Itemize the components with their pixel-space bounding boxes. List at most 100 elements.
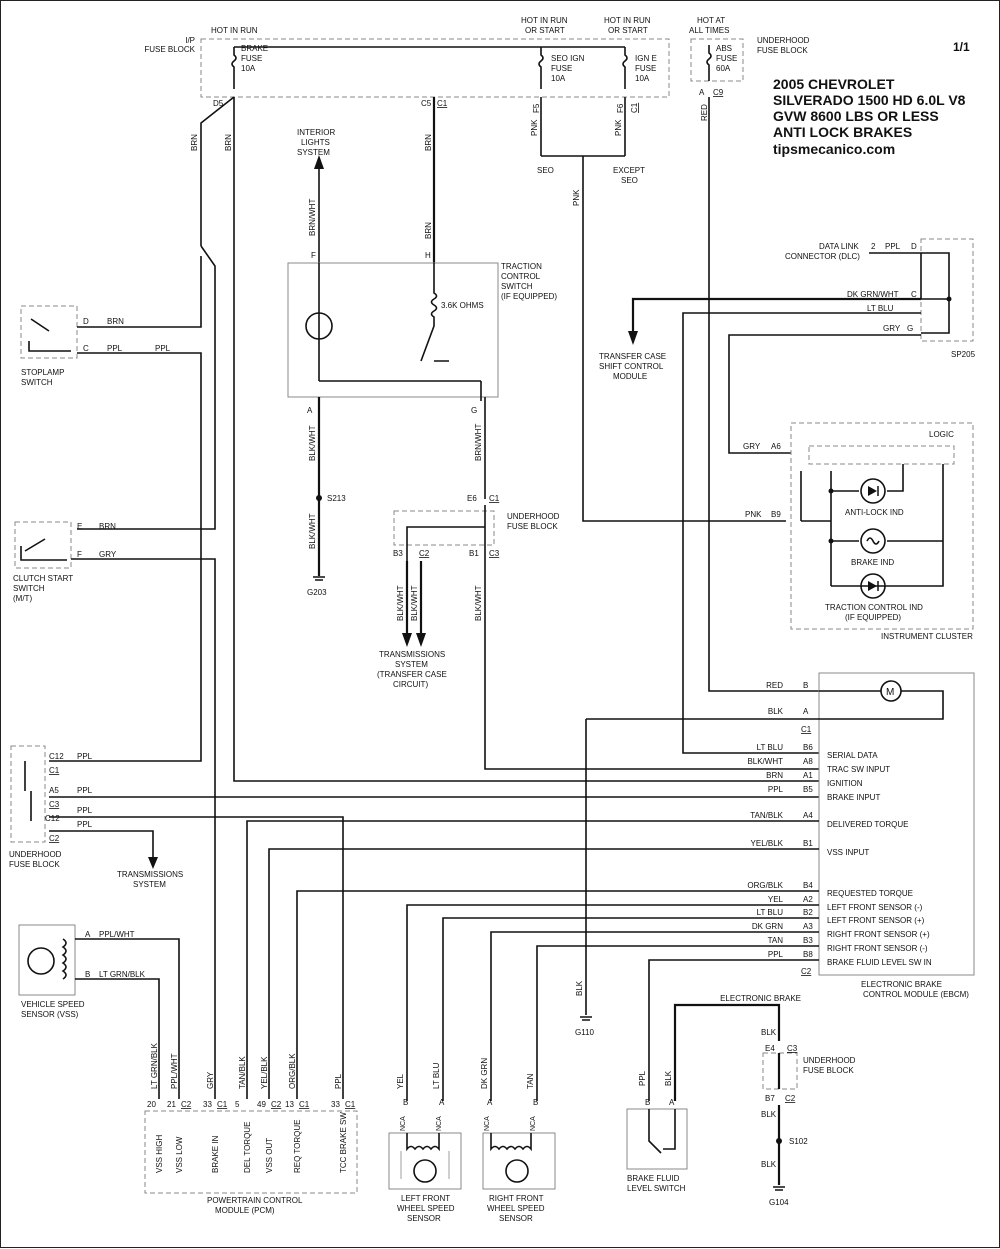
pin-b3: B3 (393, 549, 403, 558)
hot-run-start-1b: OR START (525, 26, 565, 35)
pcm-wire-label: PPL (334, 1073, 343, 1089)
conn-c3-b1: C3 (489, 549, 500, 558)
brn-wire-clutch (77, 245, 216, 530)
conn-c1-top: C1 (437, 99, 448, 108)
lt-grn-blk-label: LT GRN/BLK (99, 970, 146, 979)
ufb2-label-2: FUSE BLOCK (507, 522, 558, 531)
clutch-label-1: CLUTCH START (13, 574, 73, 583)
yel-blk-wire (268, 848, 819, 1099)
blk-wht-transmissions (405, 561, 423, 637)
s102-label: S102 (789, 1137, 808, 1146)
interior-lights-3: SYSTEM (297, 148, 330, 157)
arrow-interior (314, 155, 324, 169)
lt-blu-label-sp: LT BLU (867, 304, 894, 313)
svg-text:FUSE: FUSE (716, 54, 737, 63)
traction-ind-2: (IF EQUIPPED) (845, 613, 901, 622)
ebcm-label-1b: ELECTRONIC BRAKE (861, 980, 942, 989)
stoplamp-label-1: STOPLAMP (21, 368, 64, 377)
hot-run-start-2b: OR START (608, 26, 648, 35)
blk-label-ufb4-bot: BLK (761, 1160, 777, 1169)
gry-wire-clutch (71, 558, 216, 1099)
ebcm-label-2: CONTROL MODULE (EBCM) (863, 990, 969, 999)
pin-g-tcs: G (471, 406, 477, 415)
brn-wht-label: BRN/WHT (308, 199, 317, 236)
left-front-wheel-sensor (388, 1132, 462, 1190)
dlc-wire (869, 252, 950, 334)
pnk-wire-seo (540, 97, 786, 522)
title-line-1: 2005 CHEVROLET (773, 76, 895, 92)
clutch-start-switch (14, 521, 72, 569)
ebcm-wire-label: BRN (766, 771, 783, 780)
transfer-module-1: TRANSFER CASE (599, 352, 666, 361)
pcm-connector-id: C1 (299, 1100, 310, 1109)
dlc-label-1: DATA LINK (819, 242, 859, 251)
blk-wht-label-5: BLK/WHT (474, 585, 483, 621)
pin-a-abs: A (699, 88, 705, 97)
page-number: 1/1 (953, 40, 970, 54)
pcm-wire-label: YEL/BLK (260, 1056, 269, 1089)
vss-rotor-icon (27, 947, 55, 975)
site-name: tipsmecanico.com (773, 141, 895, 157)
ebcm-pin-id: B (803, 681, 808, 690)
dk-grn-wht-label: DK GRN/WHT (847, 290, 899, 299)
lf-sensor-3: SENSOR (407, 1214, 441, 1223)
ign-e-fuse: IGN E FUSE 10A (622, 47, 657, 89)
tcs-label-2: CONTROL (501, 272, 541, 281)
pcm-pin-id: 33 (203, 1100, 212, 1109)
pin-c-sp205: C (911, 290, 917, 299)
ppl-wht-label: PPL/WHT (99, 930, 135, 939)
pcm-connector-id: C1 (217, 1100, 228, 1109)
motor-icon: M (880, 680, 902, 702)
hot-all-times-a: HOT AT (697, 16, 725, 25)
trans-case-1: TRANSMISSIONS (379, 650, 445, 659)
brake-fluid-label-1: BRAKE FLUID (627, 1174, 680, 1183)
title-line-4: ANTI LOCK BRAKES (773, 124, 912, 140)
powertrain-control-module (144, 1110, 358, 1194)
nca-rf-b: NCA (530, 1116, 537, 1131)
blk-wht-label-3: BLK/WHT (396, 585, 405, 621)
arrow-trans-2 (416, 633, 426, 647)
blk-label-ufb4-top: BLK (761, 1028, 777, 1037)
hot-run-start-1a: HOT IN RUN (521, 16, 568, 25)
vss-coil-icon (61, 938, 67, 980)
underhood-fb-label-1: UNDERHOOD (757, 36, 810, 45)
yel-label-lf: YEL (396, 1073, 405, 1089)
ebcm-pin-function: IGNITION (827, 779, 863, 788)
tcs-internal (318, 263, 482, 401)
g203-ground-icon (313, 576, 325, 581)
ip-fuse-block-label-1: I/P (185, 36, 195, 45)
brake-fuse: BRAKE FUSE 10A (231, 44, 268, 89)
hot-all-times-b: ALL TIMES (689, 26, 729, 35)
brake-fluid-level-switch (626, 1108, 688, 1170)
pin-f-tcs: F (311, 251, 316, 260)
rf-sensor-3: SENSOR (499, 1214, 533, 1223)
ebcm-pin-id: B2 (803, 908, 813, 917)
conn-c1-ufb3: C1 (49, 766, 60, 775)
pin-a-lf: A (439, 1098, 445, 1107)
lt-blu-wire-lf (442, 917, 819, 1101)
blk-label-bfl: BLK (664, 1070, 673, 1086)
brake-fluid-contacts (648, 1109, 676, 1154)
pin-c5: C5 (421, 99, 432, 108)
pcm-label-1: POWERTRAIN CONTROL (207, 1196, 303, 1205)
underhood-fuse-block-outline (690, 38, 744, 82)
ebcm-wire-label: PPL (768, 950, 784, 959)
dk-grn-wire-rf (490, 931, 819, 1101)
traction-ind-1: TRACTION CONTROL IND (825, 603, 923, 612)
brn-wire-ignition (233, 97, 819, 782)
ebcm-wire-label: YEL/BLK (751, 839, 784, 848)
org-blk-wire (296, 890, 819, 1099)
pin-f5: F5 (532, 103, 541, 113)
ebcm-wire-label: RED (766, 681, 783, 690)
ebcm-wire-label: BLK/WHT (747, 757, 783, 766)
ebcm-pin-id: B1 (803, 839, 813, 848)
tcs-label-1: TRACTION (501, 262, 542, 271)
pin-b-bfl: B (645, 1098, 650, 1107)
pin-g-sp205: G (907, 324, 913, 333)
tan-wire-rf (536, 945, 819, 1101)
ebcm-wire-label: LT BLU (757, 743, 784, 752)
ebcm-pin-function: LEFT FRONT SENSOR (+) (827, 916, 925, 925)
gry-label-sp: GRY (883, 324, 901, 333)
